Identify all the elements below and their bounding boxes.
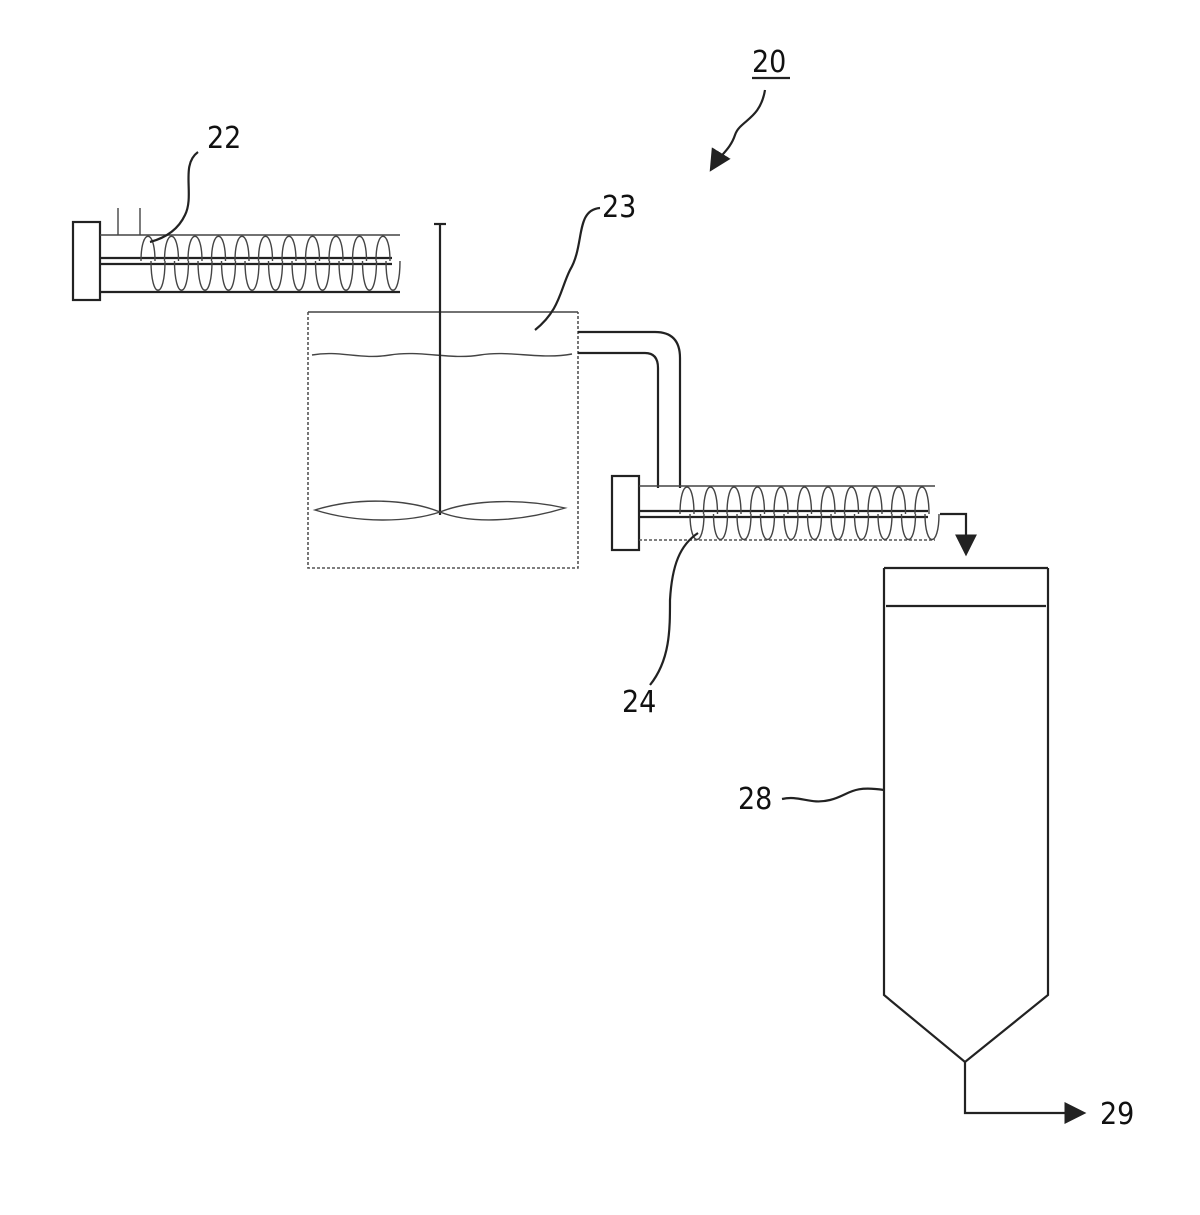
screw-helix bbox=[140, 235, 401, 291]
leader-23 bbox=[534, 206, 601, 331]
helix-flight bbox=[843, 486, 870, 541]
helix-flight bbox=[328, 235, 354, 291]
helix-flight bbox=[187, 235, 213, 291]
vessel-body bbox=[882, 568, 1050, 1064]
first-screw-conveyor: 22 bbox=[71, 121, 401, 302]
helix-flight bbox=[749, 486, 776, 541]
helix-flight bbox=[210, 235, 237, 291]
leader-22 bbox=[149, 151, 199, 244]
helix-flight bbox=[679, 486, 705, 541]
vessel: 29 28 bbox=[738, 566, 1134, 1132]
second-screw-conveyor: 24 bbox=[610, 474, 977, 720]
screw-helix bbox=[679, 486, 940, 541]
leader-24 bbox=[649, 532, 699, 686]
liquid-level bbox=[311, 352, 573, 358]
label-23: 23 bbox=[602, 190, 636, 225]
helix-flight bbox=[867, 486, 893, 541]
transfer-pipe bbox=[578, 330, 682, 488]
impeller-blade bbox=[312, 500, 443, 521]
helix-flight bbox=[140, 235, 166, 291]
system-arrow bbox=[709, 89, 767, 172]
label-20: 20 bbox=[752, 45, 786, 80]
discharge-arrow bbox=[940, 512, 977, 557]
motor-box bbox=[610, 474, 641, 552]
helix-flight bbox=[257, 235, 284, 291]
impeller-blade bbox=[438, 500, 568, 521]
helix-flight bbox=[234, 235, 260, 291]
helix-flight bbox=[351, 235, 378, 291]
helix-flight bbox=[796, 486, 823, 541]
leader-28 bbox=[781, 787, 885, 803]
helix-flight bbox=[281, 235, 307, 291]
helix-flight bbox=[726, 486, 752, 541]
helix-flight bbox=[914, 486, 940, 541]
helix-flight bbox=[375, 235, 401, 291]
helix-flight bbox=[702, 486, 729, 541]
label-22: 22 bbox=[207, 121, 241, 156]
label-29: 29 bbox=[1100, 1097, 1134, 1132]
label-24: 24 bbox=[622, 685, 656, 720]
label-28: 28 bbox=[738, 782, 772, 817]
helix-flight bbox=[820, 486, 846, 541]
helix-flight bbox=[773, 486, 799, 541]
motor-box bbox=[71, 220, 102, 302]
helix-flight bbox=[163, 235, 190, 291]
system-reference: 20 bbox=[709, 45, 790, 172]
helix-flight bbox=[304, 235, 331, 291]
outlet-arrow bbox=[963, 1062, 1087, 1124]
mixing-tank: 23 bbox=[307, 190, 636, 569]
tank-wall bbox=[307, 312, 579, 569]
helix-flight bbox=[890, 486, 917, 541]
